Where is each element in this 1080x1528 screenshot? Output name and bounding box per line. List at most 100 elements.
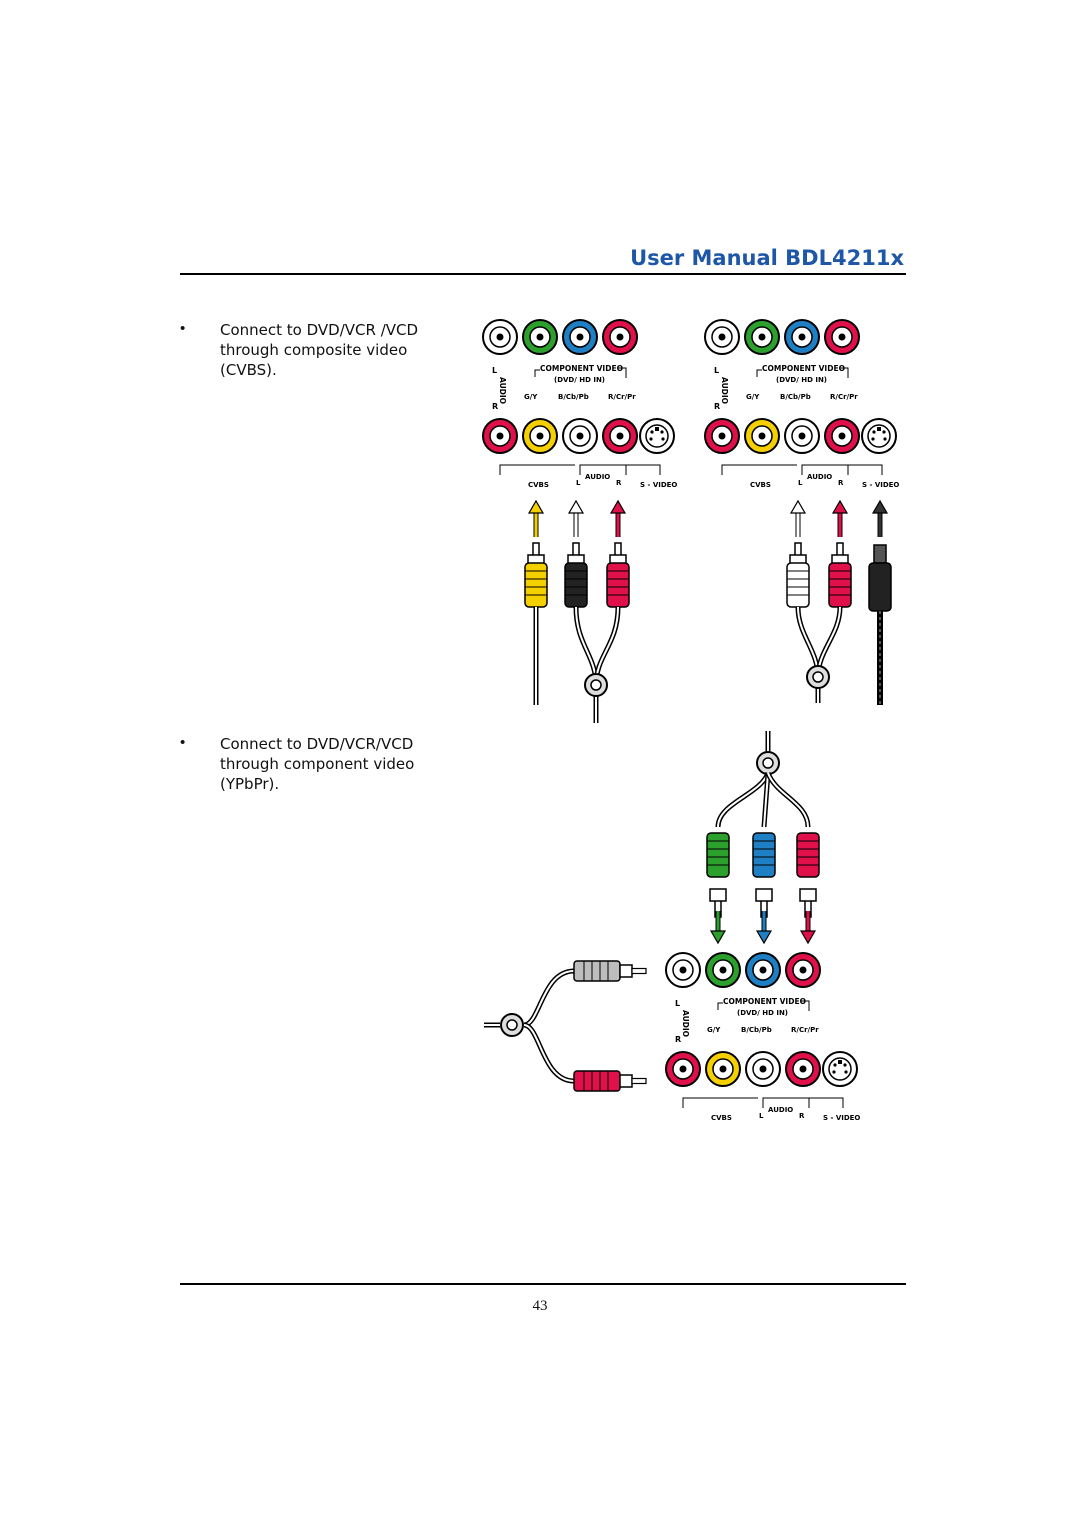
- cable-splitter-icon: [500, 1013, 524, 1037]
- s-video-jack-icon: [639, 418, 675, 454]
- r-label: R: [675, 1035, 681, 1044]
- rca-plug-icon: [564, 542, 588, 608]
- rca-plug-icon: [796, 832, 820, 918]
- audio-label: AUDIO: [768, 1106, 793, 1114]
- l-label: L: [576, 479, 581, 487]
- cable-splitter-icon: [756, 751, 780, 775]
- rca-plug-icon: [573, 1070, 647, 1092]
- instruction-composite-text: Connect to DVD/VCR /VCD through composit…: [220, 321, 419, 379]
- rca-jack-icon: [602, 418, 638, 454]
- component-video-label: COMPONENT VIDEO: [762, 364, 845, 373]
- arrow-down-icon: [709, 911, 727, 945]
- l-label: L: [675, 999, 680, 1008]
- rca-plug-icon: [524, 542, 548, 608]
- r-label: R: [492, 402, 498, 411]
- rca-jack-icon: [562, 319, 598, 355]
- cvbs-label: CVBS: [711, 1114, 732, 1122]
- cable-splitter-icon: [806, 665, 830, 689]
- bcbpb-label: B/Cb/Pb: [780, 393, 811, 401]
- rca-plug-icon: [752, 832, 776, 918]
- arrow-down-icon: [799, 911, 817, 945]
- arrow-up-icon: [831, 499, 849, 537]
- s-video-jack-icon: [822, 1051, 858, 1087]
- arrow-up-icon: [567, 499, 585, 537]
- r-label: R: [616, 479, 622, 487]
- rca-jack-icon: [704, 319, 740, 355]
- instruction-component-text: Connect to DVD/VCR/VCD through component…: [220, 735, 415, 793]
- dvd-hd-in-label: (DVD/ HD IN): [554, 376, 605, 384]
- rca-plug-icon: [706, 832, 730, 918]
- rca-plug-icon: [573, 960, 647, 982]
- l-label: L: [492, 366, 497, 375]
- s-video-label: S - VIDEO: [640, 481, 677, 489]
- bcbpb-label: B/Cb/Pb: [558, 393, 589, 401]
- rca-jack-icon: [705, 1051, 741, 1087]
- cvbs-label: CVBS: [750, 481, 771, 489]
- rca-jack-icon: [482, 418, 518, 454]
- r-label: R: [714, 402, 720, 411]
- r-label: R: [799, 1112, 805, 1120]
- rca-jack-icon: [784, 418, 820, 454]
- s-video-label: S - VIDEO: [823, 1114, 860, 1122]
- cvbs-label: CVBS: [528, 481, 549, 489]
- dvd-hd-in-label: (DVD/ HD IN): [776, 376, 827, 384]
- header-rule: [180, 273, 906, 275]
- gy-label: G/Y: [524, 393, 538, 401]
- arrow-up-icon: [789, 499, 807, 537]
- s-video-jack-icon: [861, 418, 897, 454]
- cable-core: [767, 772, 809, 828]
- rca-plug-icon: [786, 542, 810, 608]
- footer-rule: [180, 1283, 906, 1285]
- audio-vertical-label: AUDIO: [498, 377, 507, 404]
- cable: [765, 771, 811, 828]
- component-video-label: COMPONENT VIDEO: [540, 364, 623, 373]
- rca-jack-icon: [745, 1051, 781, 1087]
- rca-jack-icon: [824, 319, 860, 355]
- rca-jack-icon: [522, 319, 558, 355]
- cable-core: [523, 1024, 575, 1082]
- cable-core: [763, 772, 769, 828]
- s-video-plug-icon: [868, 544, 892, 612]
- cable-core: [523, 970, 575, 1026]
- rcrpr-label: R/Cr/Pr: [830, 393, 858, 401]
- l-label: L: [714, 366, 719, 375]
- rca-jack-icon: [744, 319, 780, 355]
- cable: [523, 1022, 575, 1084]
- l-label: L: [798, 479, 803, 487]
- rcrpr-label: R/Cr/Pr: [791, 1026, 819, 1034]
- page-number: 43: [532, 1298, 548, 1314]
- arrow-up-icon: [527, 499, 545, 537]
- rcrpr-label: R/Cr/Pr: [608, 393, 636, 401]
- arrow-up-icon: [609, 499, 627, 537]
- rca-plug-icon: [606, 542, 630, 608]
- s-video-label: S - VIDEO: [862, 481, 899, 489]
- audio-label: AUDIO: [807, 473, 832, 481]
- arrow-up-icon: [871, 499, 889, 537]
- cable: [523, 968, 575, 1028]
- component-video-label: COMPONENT VIDEO: [723, 997, 806, 1006]
- rca-jack-icon: [562, 418, 598, 454]
- rca-jack-icon: [824, 418, 860, 454]
- dvd-hd-in-label: (DVD/ HD IN): [737, 1009, 788, 1017]
- rca-plug-icon: [828, 542, 852, 608]
- arrow-down-icon: [755, 911, 773, 945]
- cable: [593, 606, 621, 686]
- rca-jack-icon: [665, 1051, 701, 1087]
- rca-jack-icon: [785, 1051, 821, 1087]
- connector-panel: COMPONENT VIDEO (DVD/ HD IN) L AUDIO R G/Y B/C…: [704, 319, 899, 489]
- rca-jack-icon: [744, 418, 780, 454]
- rca-jack-icon: [522, 418, 558, 454]
- rca-jack-icon: [785, 952, 821, 988]
- cable-splitter-icon: [584, 673, 608, 697]
- page-header-title: User Manual BDL4211x: [630, 246, 904, 270]
- audio-vertical-label: AUDIO: [681, 1010, 690, 1037]
- rca-jack-icon: [745, 952, 781, 988]
- rca-jack-icon: [602, 319, 638, 355]
- bullet-icon: •: [180, 734, 186, 751]
- gy-label: G/Y: [746, 393, 760, 401]
- rca-jack-icon: [784, 319, 820, 355]
